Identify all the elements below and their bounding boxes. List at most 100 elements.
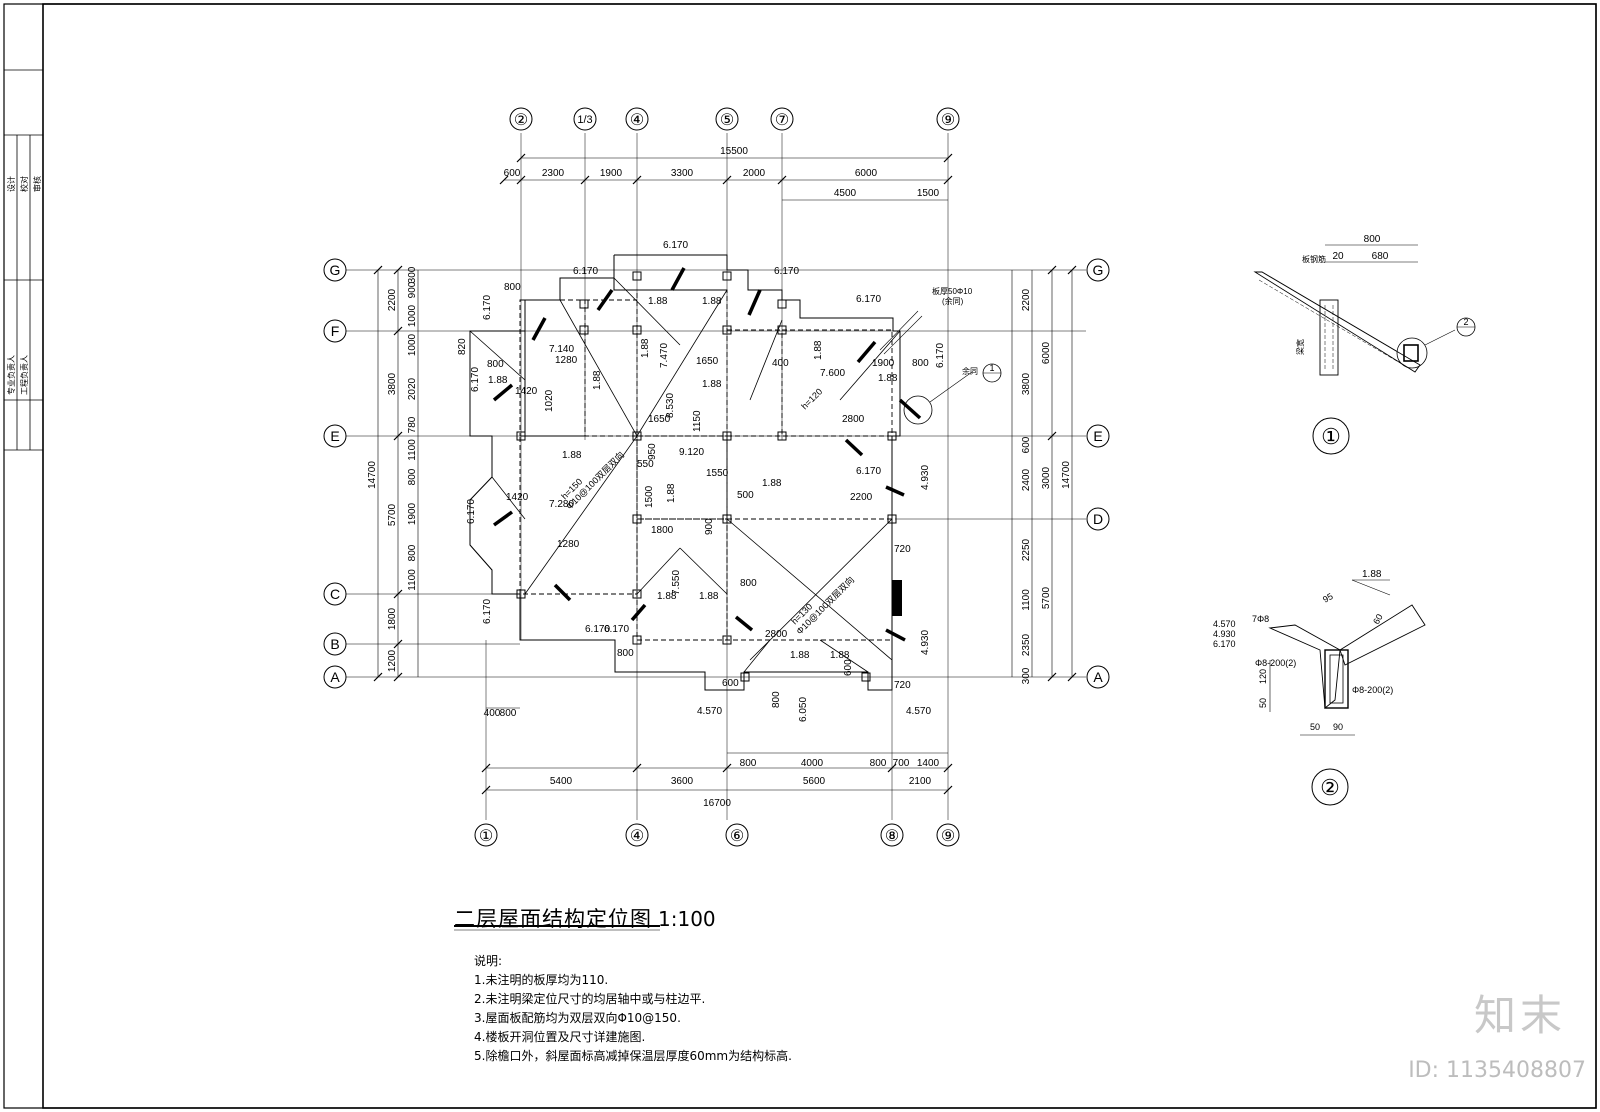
dim-left-sub-4: 1000 xyxy=(407,333,418,356)
strip-row-5: 工程负责人 xyxy=(19,355,29,395)
slope: 1.88 xyxy=(699,591,719,602)
dim-bottom-left-1: 400 xyxy=(484,708,501,719)
detail1-dim-680: 680 xyxy=(1372,251,1389,262)
axis-top-1: ② xyxy=(514,112,528,129)
note-item: 3.屋面板配筋均为双层双向Φ10@150. xyxy=(474,1011,681,1025)
strip-row-1: 设计 xyxy=(6,176,16,192)
axis-bottom-3: ⑥ xyxy=(730,828,744,845)
slope: 1.88 xyxy=(648,296,668,307)
dim-right-big-2: 3000 xyxy=(1041,466,1052,489)
inner-dimension-labels: 800 1280 1420 1020 820 800 1650 1650 115… xyxy=(457,282,929,708)
detail1-label: ① xyxy=(1321,424,1341,449)
inner-dim: 950 xyxy=(647,443,658,460)
dim-left-sub-11: 1100 xyxy=(407,569,418,591)
note-item: 4.楼板开洞位置及尺寸详建施图. xyxy=(474,1030,646,1044)
inner-dim: 1650 xyxy=(696,356,719,367)
slope: 1.88 xyxy=(878,373,898,384)
dim-right-5: 2250 xyxy=(1021,538,1032,561)
dim-bottom-sub-2: 4000 xyxy=(801,758,824,769)
elevation: 4.930 xyxy=(920,465,931,490)
inner-dim: 550 xyxy=(637,459,654,470)
slope: 1.88 xyxy=(830,650,850,661)
dim-left-2: 3800 xyxy=(387,372,398,395)
inner-dim: 600 xyxy=(722,678,739,689)
inner-dim: 800 xyxy=(740,578,757,589)
detail-2: 1.88 4.570 4.930 6.170 7Φ8 Φ8-200(2) Φ8-… xyxy=(1213,569,1426,806)
dim-bottom-sub-5: 1400 xyxy=(917,758,940,769)
elevation: 6.170 xyxy=(935,343,946,368)
axis-left-A: A xyxy=(330,669,340,685)
inner-dim: 2800 xyxy=(842,414,865,425)
axis-right-A: A xyxy=(1093,669,1103,685)
dim-left-3: 5700 xyxy=(387,503,398,526)
detail2-elev-3: 6.170 xyxy=(1213,639,1236,649)
beam-note: (余同) xyxy=(942,296,964,306)
drawing-border xyxy=(3,3,1597,1109)
dim-bottom-sub-1: 800 xyxy=(740,758,757,769)
dim-top-sub-2: 1500 xyxy=(917,188,940,199)
detail1-note-rebar: 板钢筋 xyxy=(1302,254,1326,264)
beam-note: 板厚50Φ10 xyxy=(932,286,973,296)
detail2-dim-50b: 50 xyxy=(1310,722,1320,732)
inner-dim: 1420 xyxy=(506,492,529,503)
dim-bottom-left-2: 800 xyxy=(500,708,517,719)
detail2-rebar-3: Φ8-200(2) xyxy=(1352,685,1393,695)
dim-left-sub-3: 1000 xyxy=(407,304,418,327)
inner-dim: 720 xyxy=(894,680,911,691)
dim-top-6: 6000 xyxy=(855,168,878,179)
elevation: 6.170 xyxy=(573,266,598,277)
dimension-text-top: 15500 600 2300 1900 3300 2000 6000 4500 … xyxy=(504,146,940,199)
axis-top-4: ⑤ xyxy=(720,112,734,129)
watermark-id: ID: 1135408807 xyxy=(1408,1058,1586,1083)
detail1-dim-800: 800 xyxy=(1364,234,1381,245)
inner-dim: 720 xyxy=(894,544,911,555)
elevation: 6.170 xyxy=(470,367,481,392)
inner-dim: 1020 xyxy=(544,389,555,412)
axis-labels-bottom: ① ④ ⑥ ⑧ ⑨ xyxy=(479,828,955,845)
dim-left-sub-7: 1100 xyxy=(407,439,418,461)
inner-dim: 1280 xyxy=(555,355,578,366)
detail-1: 800 20 680 2 板钢筋 梁宽 ① xyxy=(1253,234,1476,455)
dim-top-1: 600 xyxy=(504,168,521,179)
dim-left-sub-5: 2020 xyxy=(407,377,418,400)
axis-bubbles xyxy=(323,107,1110,847)
note-item: 5.除檐口外，斜屋面标高减掉保温层厚度60mm为结构标高. xyxy=(474,1049,792,1063)
axis-right-G: G xyxy=(1093,262,1104,278)
section-callout: 1 xyxy=(879,310,1002,425)
axis-left-C: C xyxy=(330,586,340,602)
inner-dim: 1280 xyxy=(557,539,580,550)
axis-right-D: D xyxy=(1093,511,1103,527)
dim-bottom-1: 5400 xyxy=(550,776,573,787)
elevation: 4.930 xyxy=(920,630,931,655)
dim-top-3: 1900 xyxy=(600,168,623,179)
axis-top-6: ⑨ xyxy=(941,112,955,129)
beam-notes: h=150 Φ10@100双层双向 h=120 h=130 Φ10@100双层双… xyxy=(559,286,978,636)
beam-note: 余同 xyxy=(962,366,978,376)
dim-left-sub-2: 900 xyxy=(407,281,418,298)
dim-left-sub-10: 800 xyxy=(407,544,418,561)
elevation: 6.170 xyxy=(604,624,629,635)
slope: 1.88 xyxy=(657,591,677,602)
detail1-dim-20: 20 xyxy=(1332,251,1344,262)
slope: 1.88 xyxy=(813,340,824,360)
dimension-text-right: 14700 2200 3800 600 2400 2250 1100 2350 … xyxy=(1021,288,1072,684)
elevation: 6.050 xyxy=(798,697,809,722)
roof-outline xyxy=(469,254,901,691)
dim-left-1: 2200 xyxy=(387,288,398,311)
dimension-lines xyxy=(377,157,1073,791)
inner-dim: 900 xyxy=(704,518,715,535)
inner-dim: 800 xyxy=(504,282,521,293)
inner-dim: 800 xyxy=(617,648,634,659)
elevation: 9.120 xyxy=(679,447,704,458)
dim-left-sub-1: 300 xyxy=(407,266,418,283)
strip-row-4: 专业负责人 xyxy=(6,355,16,395)
detail2-dim-60: 60 xyxy=(1371,612,1385,626)
strip-row-2: 校对 xyxy=(19,176,29,192)
title-strip xyxy=(4,69,43,451)
dim-right-6: 1100 xyxy=(1021,589,1032,611)
slope: 1.88 xyxy=(592,370,603,390)
dim-top-4: 3300 xyxy=(671,168,694,179)
slope: 1.88 xyxy=(702,296,722,307)
elevation-labels: 6.170 6.170 6.170 6.170 6.170 6.170 6.17… xyxy=(466,240,946,722)
